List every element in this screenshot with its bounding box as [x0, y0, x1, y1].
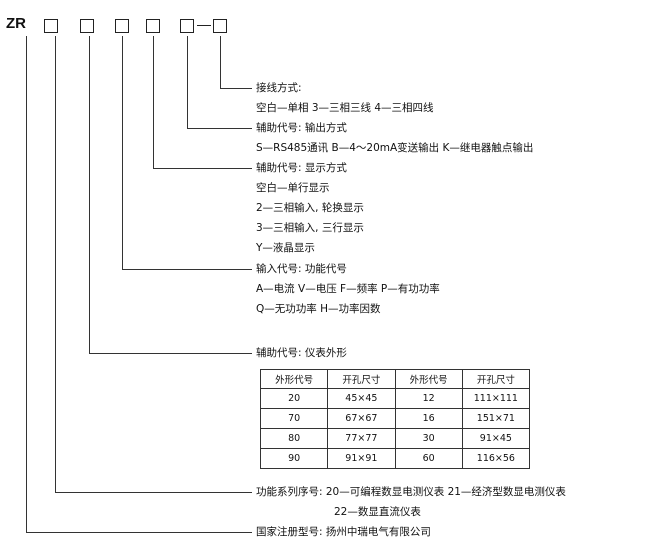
connector-v-1 [26, 36, 27, 533]
connector-h-3 [89, 353, 252, 354]
table-cell: 111×111 [461, 388, 531, 409]
function-line-2: Q—无功功率 H—功率因数 [256, 303, 381, 315]
table-cell: 60 [394, 448, 463, 469]
series-title: 功能系列序号: 20—可编程数显电测仪表 21—经济型数显电测仪表 [256, 486, 566, 498]
output-title: 辅助代号: 输出方式 [256, 122, 347, 134]
table-cell: 12 [394, 388, 463, 409]
connector-h-4 [122, 269, 252, 270]
code-separator-dash [197, 25, 211, 26]
connector-v-7 [220, 36, 221, 89]
connector-v-4 [122, 36, 123, 270]
code-box-3 [115, 19, 129, 33]
connector-v-6 [187, 36, 188, 129]
table-cell: 80 [259, 428, 329, 449]
table-cell: 67×67 [327, 408, 396, 429]
table-header-row: 外形代号 开孔尺寸 外形代号 开孔尺寸 [259, 369, 531, 389]
table-cell: 16 [394, 408, 463, 429]
table-cell: 91×91 [327, 448, 396, 469]
wiring-title: 接线方式: [256, 82, 302, 94]
shape-title: 辅助代号: 仪表外形 [256, 347, 347, 359]
registration-title: 国家注册型号: 扬州中瑞电气有限公司 [256, 526, 431, 538]
table-cell: 77×77 [327, 428, 396, 449]
display-line-1: 空白—单行显示 [256, 182, 330, 194]
wiring-line-1: 空白—单相 3—三相三线 4—三相四线 [256, 102, 434, 114]
connector-v-2 [55, 36, 56, 493]
series-line-1: 22—数显直流仪表 [334, 506, 421, 518]
function-line-1: A—电流 V—电压 F—频率 P—有功功率 [256, 283, 440, 295]
table-cell: 91×45 [461, 428, 531, 449]
code-box-5 [180, 19, 194, 33]
connector-h-1 [26, 532, 252, 533]
table-cell: 30 [394, 428, 463, 449]
display-title: 辅助代号: 显示方式 [256, 162, 347, 174]
table-cell: 116×56 [461, 448, 531, 469]
table-header: 开孔尺寸 [327, 369, 396, 389]
connector-h-2 [55, 492, 252, 493]
display-line-2: 2—三相输入, 轮换显示 [256, 202, 364, 214]
code-box-4 [146, 19, 160, 33]
table-header: 外形代号 [394, 369, 463, 389]
table-header: 外形代号 [259, 369, 329, 389]
output-line-1: S—RS485通讯 B—4～20mA变送输出 K—继电器触点输出 [256, 142, 534, 154]
table-cell: 70 [259, 408, 329, 429]
shape-size-table: 外形代号 开孔尺寸 外形代号 开孔尺寸 20 45×45 12 111×111 … [259, 369, 531, 469]
connector-v-5 [153, 36, 154, 169]
table-row: 70 67×67 16 151×71 [259, 408, 531, 429]
code-box-1 [44, 19, 58, 33]
connector-h-7 [220, 88, 252, 89]
table-cell: 45×45 [327, 388, 396, 409]
connector-h-6 [187, 128, 252, 129]
connector-h-5 [153, 168, 252, 169]
table-row: 90 91×91 60 116×56 [259, 448, 531, 469]
table-cell: 90 [259, 448, 329, 469]
function-title: 输入代号: 功能代号 [256, 263, 347, 275]
table-row: 80 77×77 30 91×45 [259, 428, 531, 449]
table-cell: 20 [259, 388, 329, 409]
code-box-6 [213, 19, 227, 33]
table-row: 20 45×45 12 111×111 [259, 388, 531, 409]
table-header: 开孔尺寸 [461, 369, 531, 389]
model-prefix: ZR [6, 15, 26, 32]
connector-v-3 [89, 36, 90, 354]
display-line-4: Y—液晶显示 [256, 242, 315, 254]
code-box-2 [80, 19, 94, 33]
table-cell: 151×71 [461, 408, 531, 429]
display-line-3: 3—三相输入, 三行显示 [256, 222, 364, 234]
